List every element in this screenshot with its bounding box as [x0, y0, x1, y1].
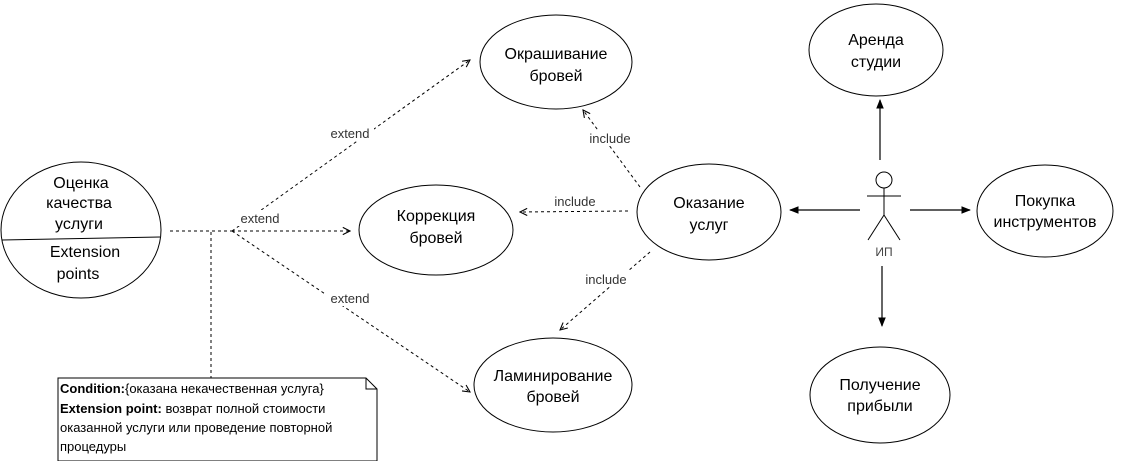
note-extension-line: Extension point: возврат полной стоимост… — [60, 401, 325, 416]
note-extension-text: возврат полной стоимости — [162, 401, 326, 416]
use-case-label: Коррекция — [397, 208, 476, 225]
use-case-label: Оценка — [53, 175, 109, 192]
use-case-label: качества — [46, 195, 112, 212]
use-case-label: Покупка — [1015, 193, 1076, 210]
include-line-correction — [520, 211, 629, 212]
extend-label-top: extend — [330, 126, 369, 141]
actor-ip[interactable] — [867, 171, 901, 241]
actor-head-icon — [875, 171, 893, 189]
note-text-line: оказанной услуги или проведение повторно… — [60, 420, 332, 435]
include-label-top: include — [589, 131, 630, 146]
extension-points-label: points — [57, 266, 100, 283]
use-case-label: Оказание — [673, 195, 745, 212]
include-label-bot: include — [585, 272, 626, 287]
use-case-tools-purchase[interactable]: Покупка инструментов — [976, 164, 1114, 258]
use-case-label: бровей — [409, 230, 462, 247]
note-condition-text: {оказана некачественная услуга} — [125, 381, 324, 396]
include-label-mid: include — [554, 194, 595, 209]
use-case-label: услуг — [690, 217, 729, 234]
use-case-label: инструментов — [994, 214, 1097, 231]
note-extension-label: Extension point: — [60, 401, 162, 416]
note-text-line: процедуры — [60, 439, 126, 454]
use-case-label: бровей — [526, 389, 579, 406]
include-line-lamination — [560, 251, 651, 330]
extend-label-mid: extend — [240, 211, 279, 226]
extension-points-label: Extension — [50, 244, 120, 261]
include-line-coloring — [583, 110, 641, 188]
extend-line-coloring — [231, 60, 470, 232]
use-case-service-provision[interactable]: Оказание услуг — [636, 163, 782, 261]
use-case-label: прибыли — [847, 398, 912, 415]
use-case-label: Ламинирование — [494, 368, 613, 385]
use-case-label: Аренда — [848, 32, 904, 49]
extend-label-bot: extend — [330, 291, 369, 306]
use-case-profit[interactable]: Получение прибыли — [809, 346, 951, 444]
actor-label: ИП — [875, 245, 892, 259]
use-case-studio-rent[interactable]: Аренда студии — [808, 3, 944, 97]
use-case-quality-evaluation[interactable]: Оценка качества услуги Extension points — [0, 161, 162, 299]
use-case-eyebrow-correction[interactable]: Коррекция бровей — [358, 184, 514, 276]
use-case-label: бровей — [529, 68, 582, 85]
use-case-label: Окрашивание — [505, 46, 608, 63]
use-case-eyebrow-coloring[interactable]: Окрашивание бровей — [479, 14, 633, 110]
note-condition-line: Condition:{оказана некачественная услуга… — [60, 381, 324, 396]
use-case-label: услуги — [55, 216, 103, 233]
use-case-eyebrow-lamination[interactable]: Ламинирование бровей — [473, 337, 633, 433]
use-case-label: Получение — [839, 377, 920, 394]
note-condition-label: Condition: — [60, 381, 125, 396]
use-case-label: студии — [851, 54, 901, 71]
condition-note: Condition:{оказана некачественная услуга… — [57, 377, 378, 461]
